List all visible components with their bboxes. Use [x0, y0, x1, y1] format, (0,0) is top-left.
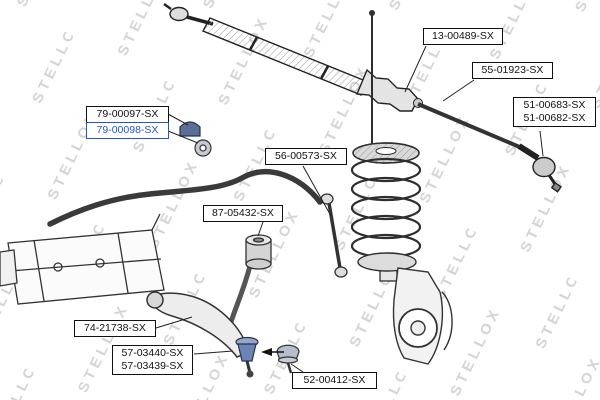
part-number: 87-05432-SX — [212, 207, 274, 219]
sway-bar-drawing — [47, 168, 323, 227]
leader-lines — [155, 45, 544, 373]
part-number: 74-21738-SX — [84, 322, 146, 334]
part-label-56-00573[interactable]: 56-00573-SX — [265, 148, 347, 165]
sway-bar-bushing-drawing — [179, 121, 212, 157]
part-number: 57-03440-SX — [121, 347, 184, 359]
part-number: 57-03439-SX — [121, 360, 184, 372]
inner-tie-rod-drawing — [413, 98, 523, 150]
stabilizer-link-drawing — [320, 193, 348, 278]
part-label-group-79: 79-00097-SX 79-00098-SX — [86, 106, 169, 139]
steering-knuckle-drawing — [392, 267, 453, 365]
control-arm-drawing — [146, 265, 253, 358]
subframe-drawing — [0, 213, 165, 305]
part-label-57-03440-57-03439[interactable]: 57-03440-SX 57-03439-SX — [112, 345, 193, 375]
ball-joint-drawing — [235, 336, 259, 378]
assembly-arrow-icon — [261, 348, 284, 356]
part-label-52-00412[interactable]: 52-00412-SX — [292, 372, 377, 389]
part-number: 52-00412-SX — [303, 374, 366, 386]
part-number: 55-01923-SX — [481, 64, 544, 76]
part-label-55-01923[interactable]: 55-01923-SX — [472, 62, 553, 79]
part-number: 56-00573-SX — [275, 150, 337, 162]
part-number: 51-00683-SX — [523, 99, 586, 111]
part-label-74-21738[interactable]: 74-21738-SX — [74, 320, 156, 337]
control-arm-bushing-drawing — [245, 234, 272, 270]
part-label-51-00683-51-00682[interactable]: 51-00683-SX 51-00682-SX — [513, 97, 596, 127]
rack-boot-drawing — [355, 68, 419, 112]
strut-assembly-drawing — [350, 10, 422, 282]
part-label-79-00098-highlighted[interactable]: 79-00098-SX — [86, 122, 169, 139]
steering-rack-drawing — [163, 2, 419, 112]
part-number: 51-00682-SX — [523, 112, 586, 124]
coil-spring-drawing — [350, 157, 422, 259]
part-number: 13-00489-SX — [432, 30, 494, 42]
part-label-13-00489[interactable]: 13-00489-SX — [423, 28, 503, 45]
part-number: 79-00098-SX — [96, 124, 159, 136]
part-label-79-00097[interactable]: 79-00097-SX — [86, 106, 169, 123]
part-number: 79-00097-SX — [96, 108, 159, 120]
part-label-87-05432[interactable]: 87-05432-SX — [203, 205, 283, 222]
ball-joint-boot-drawing — [276, 344, 300, 374]
tie-rod-end-drawing — [517, 143, 562, 193]
